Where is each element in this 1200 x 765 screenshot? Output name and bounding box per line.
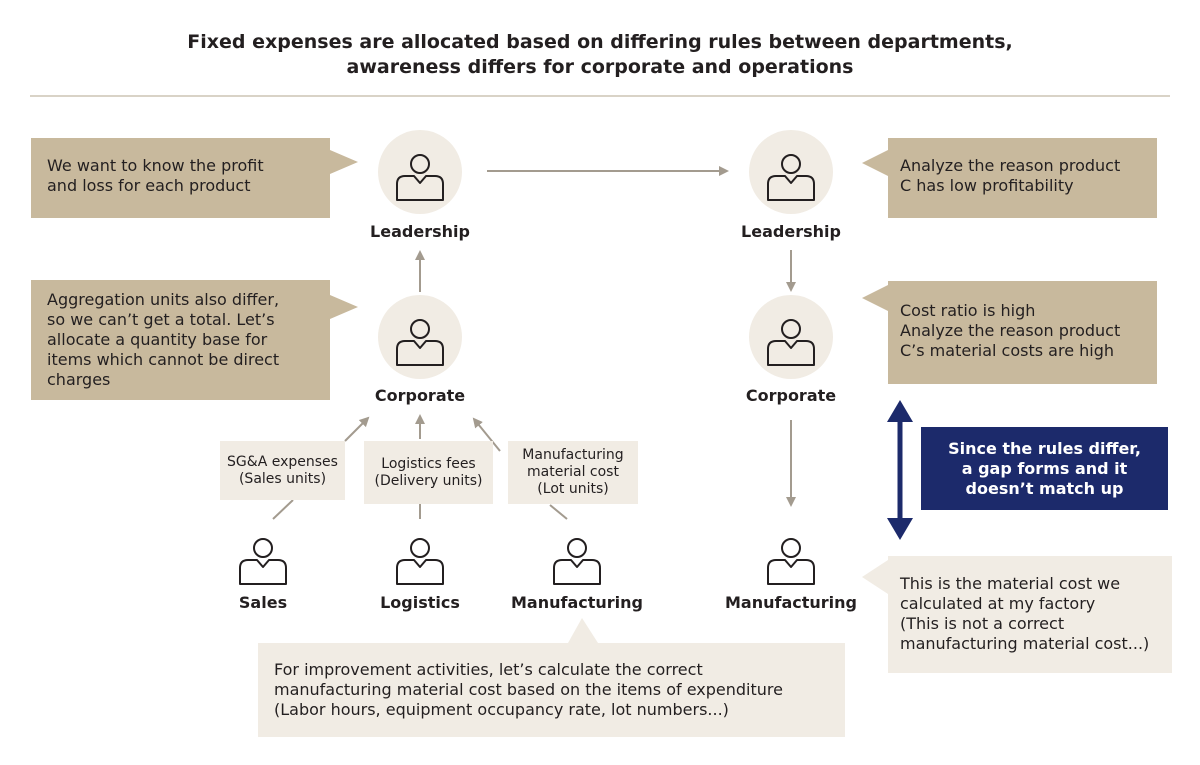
person-icon-manufacturing-right	[767, 538, 815, 585]
right-manufacturing-bubble: This is the material cost we calculated …	[888, 556, 1172, 673]
left-leadership-bubble: We want to know the profit and loss for …	[31, 138, 330, 218]
arrow-manufacturing-to-corporate	[472, 417, 501, 452]
avatar-right-corporate	[749, 295, 833, 379]
bubble-tail-left-leadership	[330, 150, 358, 174]
right-manufacturing-label: Manufacturing	[725, 593, 857, 612]
diagram-title: Fixed expenses are allocated based on di…	[0, 30, 1200, 80]
gap-double-arrow	[887, 400, 913, 540]
cost-box-logistics: Logistics fees (Delivery units)	[364, 441, 493, 504]
department-label-logistics: Logistics	[380, 593, 460, 612]
person-icon-sales	[239, 538, 287, 585]
title-line-2: awareness differs for corporate and oper…	[346, 56, 854, 78]
department-label-sales: Sales	[238, 593, 288, 612]
person-icon-logistics	[396, 538, 444, 585]
avatar-left-leadership	[378, 130, 462, 214]
person-icon-manufacturing-left	[553, 538, 601, 585]
avatar-right-leadership	[749, 130, 833, 214]
cost-box-manufacturing: Manufacturing material cost (Lot units)	[508, 441, 638, 504]
bubble-tail-left-corporate	[330, 295, 358, 319]
bubble-tail-right-leadership	[862, 150, 888, 176]
right-corporate-label: Corporate	[745, 386, 837, 405]
improvement-note: For improvement activities, let’s calcul…	[258, 643, 845, 737]
bubble-tail-right-manufacturing	[862, 560, 888, 594]
right-corporate-bubble: Cost ratio is high Analyze the reason pr…	[888, 281, 1157, 384]
avatar-left-corporate	[378, 295, 462, 379]
arrow-sgna-to-corporate	[344, 416, 370, 442]
right-leadership-bubble: Analyze the reason product C has low pro…	[888, 138, 1157, 218]
bubble-tail-improvement	[568, 618, 598, 643]
title-divider	[30, 95, 1170, 97]
left-leadership-label: Leadership	[370, 222, 470, 241]
title-line-1: Fixed expenses are allocated based on di…	[187, 31, 1013, 53]
gap-callout: Since the rules differ, a gap forms and …	[921, 427, 1168, 510]
bubble-tail-right-corporate	[862, 285, 888, 311]
left-corporate-bubble: Aggregation units also differ, so we can…	[31, 280, 330, 400]
cost-box-sgna: SG&A expenses (Sales units)	[220, 441, 345, 500]
department-label-manufacturing: Manufacturing	[511, 593, 643, 612]
left-corporate-label: Corporate	[374, 386, 466, 405]
connector-sales	[272, 499, 294, 520]
right-leadership-label: Leadership	[741, 222, 841, 241]
connector-manufacturing	[549, 504, 568, 520]
